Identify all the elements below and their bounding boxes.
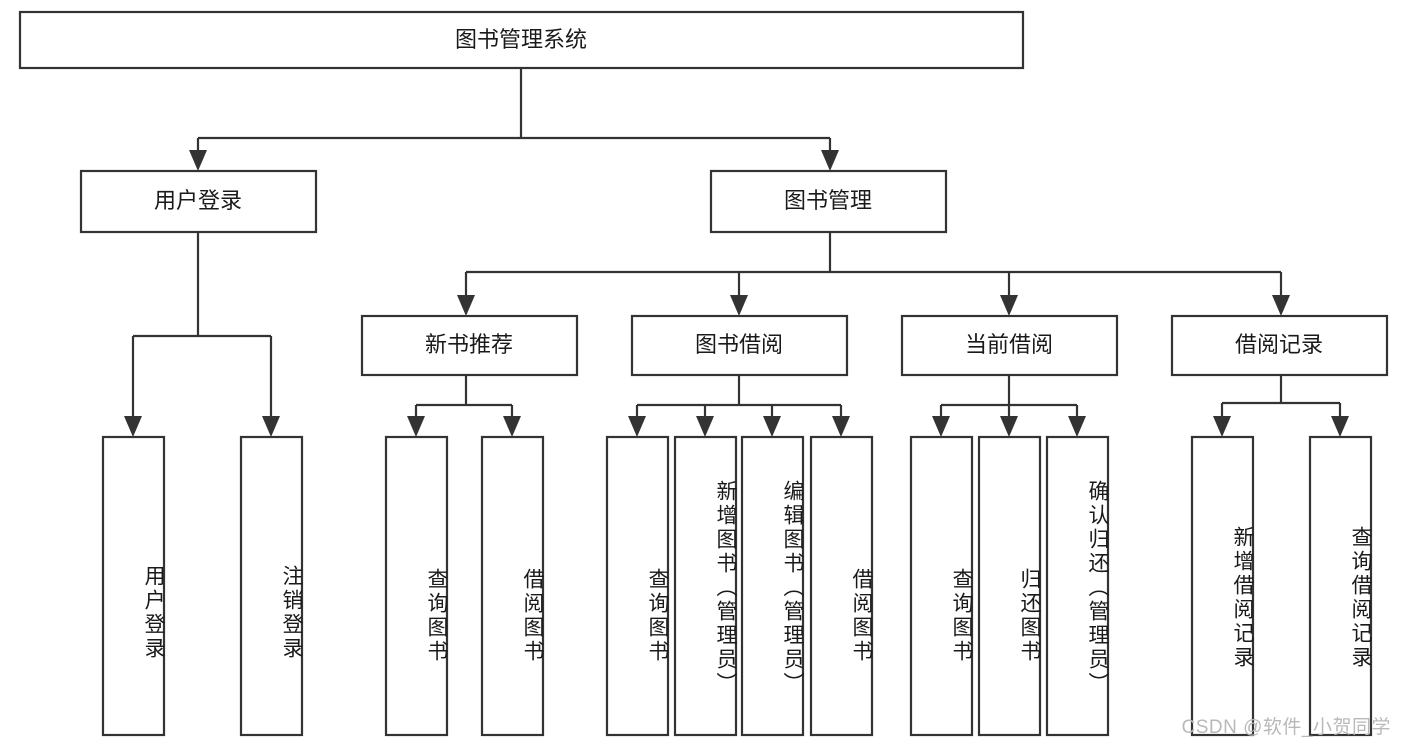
arrow-head-new-book-rec (457, 295, 475, 316)
node-borrow-record[interactable]: 借阅记录 (1170, 314, 1389, 377)
arrow-head-leaf-query-record (1331, 416, 1349, 437)
arrow-head-leaf-user-logout (262, 416, 280, 437)
node-leaf-add-record-box[interactable] (1190, 435, 1255, 737)
node-leaf-query-book-1-box[interactable] (384, 435, 449, 737)
node-book-manage-label: 图书管理 (784, 188, 872, 213)
node-leaf-return-book-box[interactable] (977, 435, 1042, 737)
node-leaf-user-login-box[interactable] (101, 435, 166, 737)
arrow-head-leaf-borrow-book-1 (503, 416, 521, 437)
connector-group-root (189, 68, 839, 171)
arrow-head-leaf-query-book-2 (628, 416, 646, 437)
watermark-text: CSDN @软件_小贺同学 (1181, 717, 1391, 738)
arrow-head-leaf-user-login (124, 416, 142, 437)
arrow-head-leaf-borrow-book-2 (832, 416, 850, 437)
node-leaf-query-book-3-box[interactable] (909, 435, 974, 737)
node-book-borrow-box[interactable] (630, 314, 849, 377)
node-leaf-query-book-2-box[interactable] (605, 435, 670, 737)
node-leaf-query-record-box[interactable] (1308, 435, 1373, 737)
arrow-head-leaf-confirm-return (1068, 416, 1086, 437)
connector-group-new-book-rec (407, 375, 521, 437)
arrow-head-current-borrow (1000, 295, 1018, 316)
node-root-label: 图书管理系统 (455, 27, 587, 52)
node-leaf-add-book-box[interactable] (673, 435, 738, 737)
arrow-head-leaf-return-book (1000, 416, 1018, 437)
node-current-borrow[interactable]: 当前借阅 (900, 314, 1119, 377)
node-user-login-box[interactable] (79, 169, 318, 234)
node-leaf-user-logout-box[interactable] (239, 435, 304, 737)
connector-group-current-borrow (932, 375, 1086, 437)
arrow-head-book-borrow (730, 295, 748, 316)
connector-group-borrow-record (1213, 375, 1349, 437)
arrow-head-user-login (189, 150, 207, 171)
node-leaf-borrow-book-2-box[interactable] (809, 435, 874, 737)
arrow-head-leaf-edit-book (763, 416, 781, 437)
arrow-head-book-manage (821, 150, 839, 171)
node-current-borrow-box[interactable] (900, 314, 1119, 377)
leaf-boxes (101, 435, 1373, 737)
node-leaf-borrow-book-1-box[interactable] (480, 435, 545, 737)
node-leaf-confirm-return-box[interactable] (1045, 435, 1110, 737)
node-current-borrow-label: 当前借阅 (965, 332, 1053, 357)
connector-group-book-borrow (628, 375, 850, 437)
arrow-head-leaf-query-book-3 (932, 416, 950, 437)
arrow-head-borrow-record (1272, 295, 1290, 316)
connector-group-user-login (124, 232, 280, 437)
arrow-head-leaf-add-book (696, 416, 714, 437)
node-root-box[interactable] (18, 10, 1025, 70)
node-book-borrow-label: 图书借阅 (695, 332, 783, 357)
node-new-book-rec-box[interactable] (360, 314, 579, 377)
arrow-head-leaf-add-record (1213, 416, 1231, 437)
node-user-login[interactable]: 用户登录 (79, 169, 318, 234)
node-book-manage[interactable]: 图书管理 (709, 169, 948, 234)
node-book-borrow[interactable]: 图书借阅 (630, 314, 849, 377)
node-borrow-record-box[interactable] (1170, 314, 1389, 377)
node-leaf-edit-book-box[interactable] (740, 435, 805, 737)
node-new-book-rec[interactable]: 新书推荐 (360, 314, 579, 377)
node-new-book-rec-label: 新书推荐 (425, 332, 513, 357)
connector-group-book-manage (457, 232, 1290, 316)
node-borrow-record-label: 借阅记录 (1235, 332, 1323, 357)
node-book-manage-box[interactable] (709, 169, 948, 234)
node-root[interactable]: 图书管理系统 (18, 10, 1025, 70)
node-user-login-label: 用户登录 (154, 188, 242, 213)
arrow-head-leaf-query-book-1 (407, 416, 425, 437)
